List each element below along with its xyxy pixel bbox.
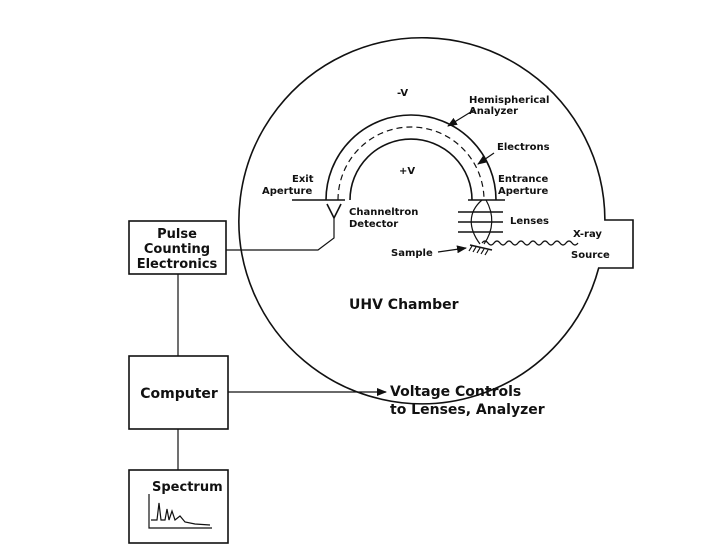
detector-signal-wire (226, 218, 335, 251)
voltage-controls-sub-label: to Lenses, Analyzer (390, 402, 545, 418)
electronics-label: Electronics (137, 257, 218, 272)
minus-v-label: -V (397, 88, 408, 99)
sample-label: Sample (391, 248, 433, 259)
source-label: Source (571, 250, 610, 261)
analyzer-inner-hemisphere (349, 138, 473, 201)
uhv-chamber-outline (238, 37, 634, 405)
counting-label: Counting (144, 242, 210, 257)
exit-aperture-label: Aperture (262, 186, 312, 197)
electrons-pointer (477, 152, 495, 165)
pulse-label: Pulse (157, 227, 197, 242)
computer-label: Computer (140, 386, 218, 402)
electron-trajectory-path (337, 126, 485, 201)
plus-v-label: +V (399, 166, 415, 177)
sample-hatch (468, 245, 489, 256)
entrance-aperture-label: Aperture (498, 186, 548, 197)
xray-label: X-ray (573, 229, 602, 240)
spectrum-label: Spectrum (152, 480, 223, 495)
spectrum-plot-icon (148, 494, 212, 529)
hemispherical-label: Hemispherical (469, 95, 549, 106)
sample-pointer (437, 245, 467, 254)
sample-surface (469, 244, 493, 251)
channeltron-detector-icon (326, 203, 342, 220)
entrance-label: Entrance (498, 174, 548, 185)
hemispherical-analyzer-pointer (447, 109, 475, 127)
channeltron-label: Channeltron (349, 207, 418, 218)
xray-beam (481, 240, 579, 246)
uhv-chamber-label: UHV Chamber (349, 297, 459, 313)
analyzer-label: Analyzer (469, 106, 518, 117)
voltage-controls-label: Voltage Controls (390, 384, 521, 400)
lenses-label: Lenses (510, 216, 549, 227)
exit-label: Exit (292, 174, 314, 185)
spectrum-box (128, 469, 229, 544)
electron-beam-envelope (470, 199, 493, 245)
detector-label: Detector (349, 219, 398, 230)
electrons-label: Electrons (497, 142, 550, 153)
